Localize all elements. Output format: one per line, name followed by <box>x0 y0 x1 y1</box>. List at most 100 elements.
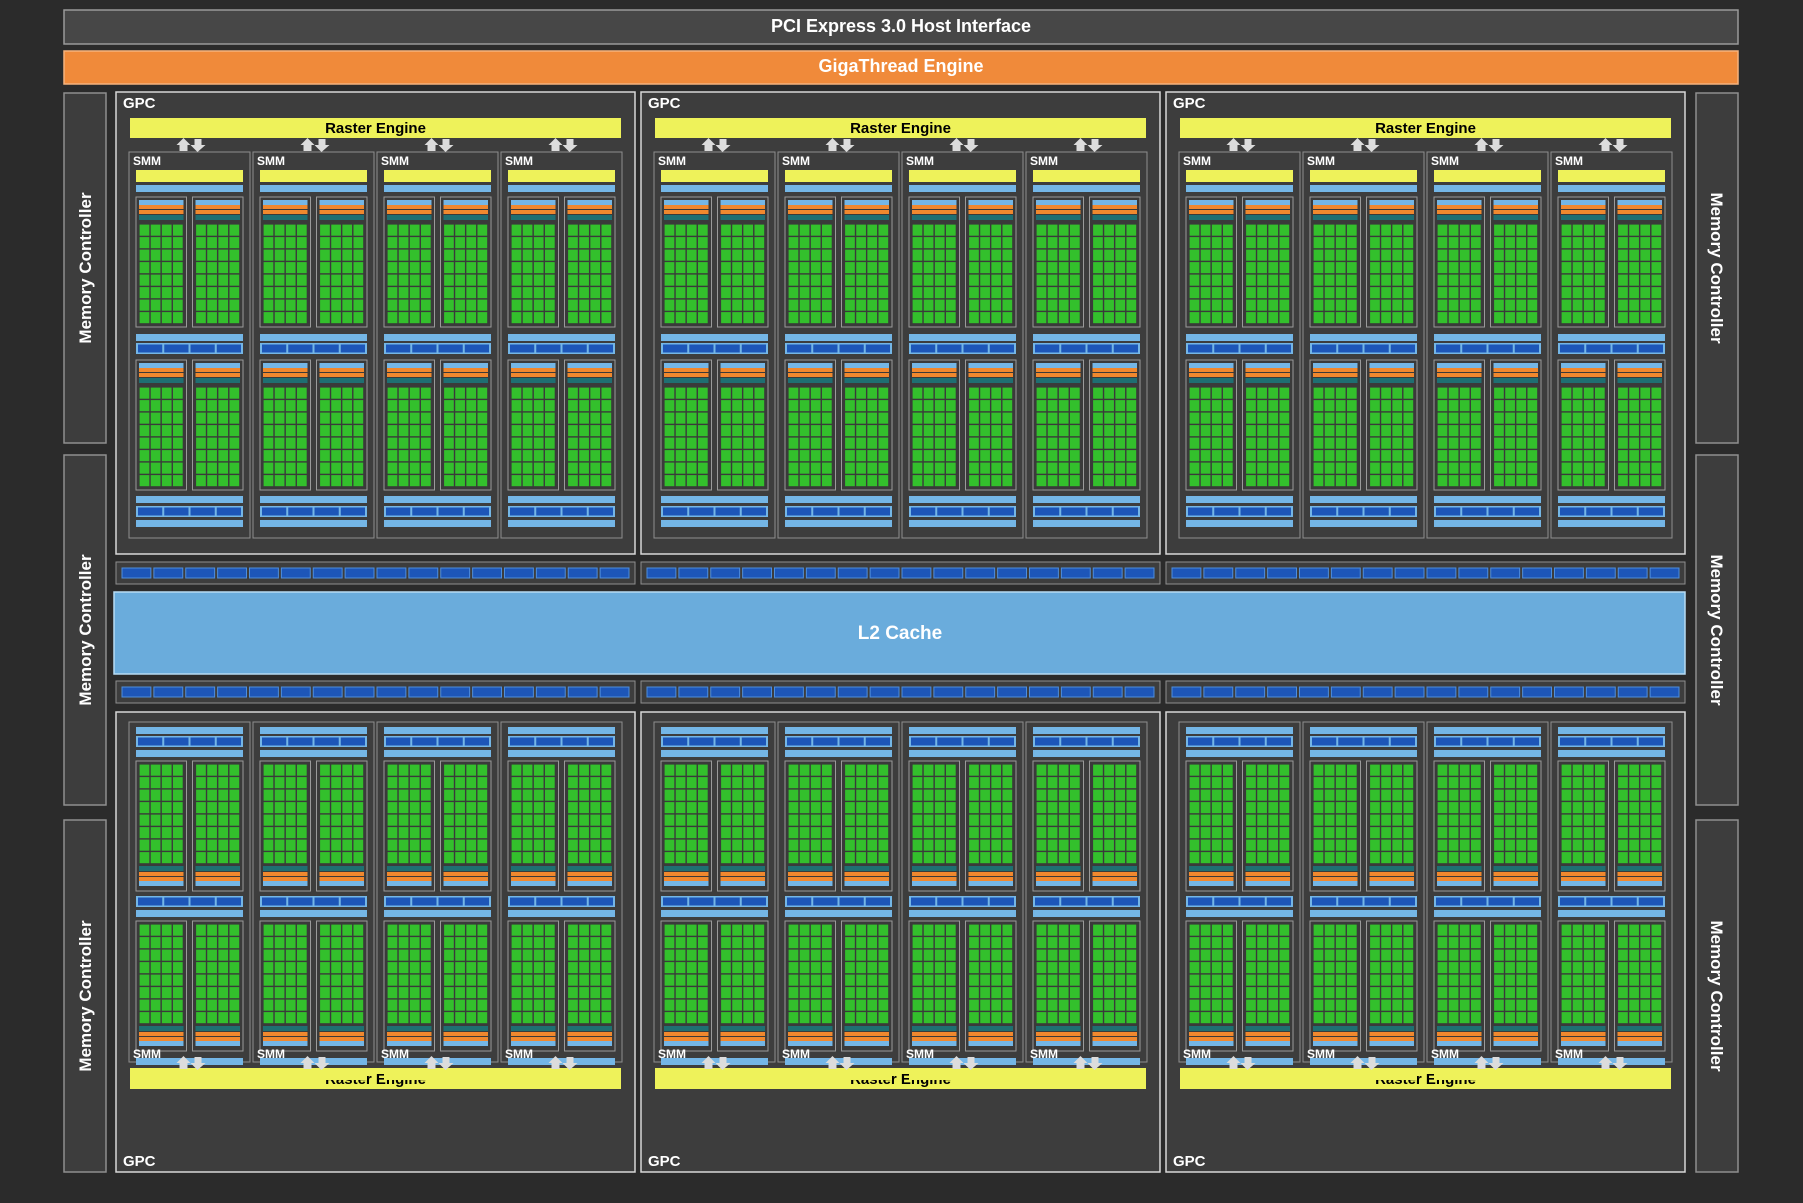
core <box>867 274 878 286</box>
core <box>664 987 675 999</box>
core <box>1257 462 1267 474</box>
core <box>601 312 612 324</box>
core <box>743 249 754 261</box>
core <box>697 962 708 974</box>
core <box>845 839 855 851</box>
core <box>1505 974 1515 986</box>
core <box>686 852 697 864</box>
core <box>878 999 889 1011</box>
core <box>856 802 866 814</box>
core <box>1313 262 1324 274</box>
core <box>991 999 1002 1011</box>
core <box>1246 387 1256 399</box>
core <box>1561 224 1572 236</box>
core <box>788 987 799 999</box>
core <box>1494 437 1504 449</box>
core <box>721 924 731 936</box>
core <box>1126 962 1137 974</box>
core <box>1651 312 1662 324</box>
core <box>867 450 878 462</box>
core <box>320 274 330 286</box>
core <box>1200 462 1211 474</box>
core <box>743 974 754 986</box>
smm-label: SMM <box>1431 154 1459 168</box>
smm-block: SMM <box>376 721 499 1080</box>
core <box>544 287 555 299</box>
core <box>207 450 217 462</box>
core <box>1200 764 1211 776</box>
core <box>1126 924 1137 936</box>
core <box>1211 777 1222 789</box>
core <box>732 999 742 1011</box>
core <box>732 299 742 311</box>
core <box>1505 924 1515 936</box>
core <box>150 1012 161 1024</box>
core <box>675 937 686 949</box>
crossbar-cell <box>1267 567 1297 579</box>
core <box>161 475 172 487</box>
core <box>1392 802 1403 814</box>
core <box>579 462 589 474</box>
core <box>229 1012 240 1024</box>
core <box>945 1012 956 1024</box>
core <box>263 852 274 864</box>
core <box>934 974 945 986</box>
core <box>799 802 810 814</box>
up-arrow <box>1598 138 1613 151</box>
core <box>263 400 274 412</box>
core <box>331 814 341 826</box>
core <box>285 937 296 949</box>
core <box>1583 924 1594 936</box>
core <box>387 387 398 399</box>
core <box>444 852 454 864</box>
core <box>1437 387 1448 399</box>
core <box>754 437 765 449</box>
core <box>980 924 990 936</box>
core <box>1036 802 1047 814</box>
core <box>664 764 675 776</box>
core <box>331 387 341 399</box>
core <box>1403 937 1414 949</box>
core <box>878 1012 889 1024</box>
core <box>466 462 477 474</box>
texture-cache <box>136 496 243 503</box>
core <box>161 425 172 437</box>
core <box>1572 274 1583 286</box>
core <box>1093 802 1103 814</box>
core <box>1618 387 1628 399</box>
crossbar-strip <box>640 680 1161 704</box>
texture-cache <box>508 496 615 503</box>
core <box>1047 274 1058 286</box>
core <box>455 412 465 424</box>
core <box>1629 224 1639 236</box>
core <box>732 287 742 299</box>
core <box>1437 827 1448 839</box>
core <box>1470 1012 1481 1024</box>
core <box>420 475 431 487</box>
core <box>533 387 544 399</box>
core <box>420 949 431 961</box>
core <box>1104 249 1114 261</box>
core <box>161 224 172 236</box>
core <box>1036 974 1047 986</box>
core <box>568 437 578 449</box>
core <box>686 1012 697 1024</box>
core <box>1381 400 1391 412</box>
core <box>218 1012 229 1024</box>
core <box>980 237 990 249</box>
core <box>1403 450 1414 462</box>
crossbar-cell <box>504 686 534 698</box>
core <box>1047 777 1058 789</box>
l2-cache-label: L2 Cache <box>858 623 942 644</box>
core <box>196 400 206 412</box>
core <box>218 450 229 462</box>
core <box>161 462 172 474</box>
memory-controller-left-1: Memory Controller <box>63 92 107 444</box>
core <box>331 262 341 274</box>
core <box>799 249 810 261</box>
core <box>686 237 697 249</box>
core <box>664 437 675 449</box>
core <box>991 802 1002 814</box>
core <box>1594 287 1605 299</box>
core <box>1629 387 1639 399</box>
